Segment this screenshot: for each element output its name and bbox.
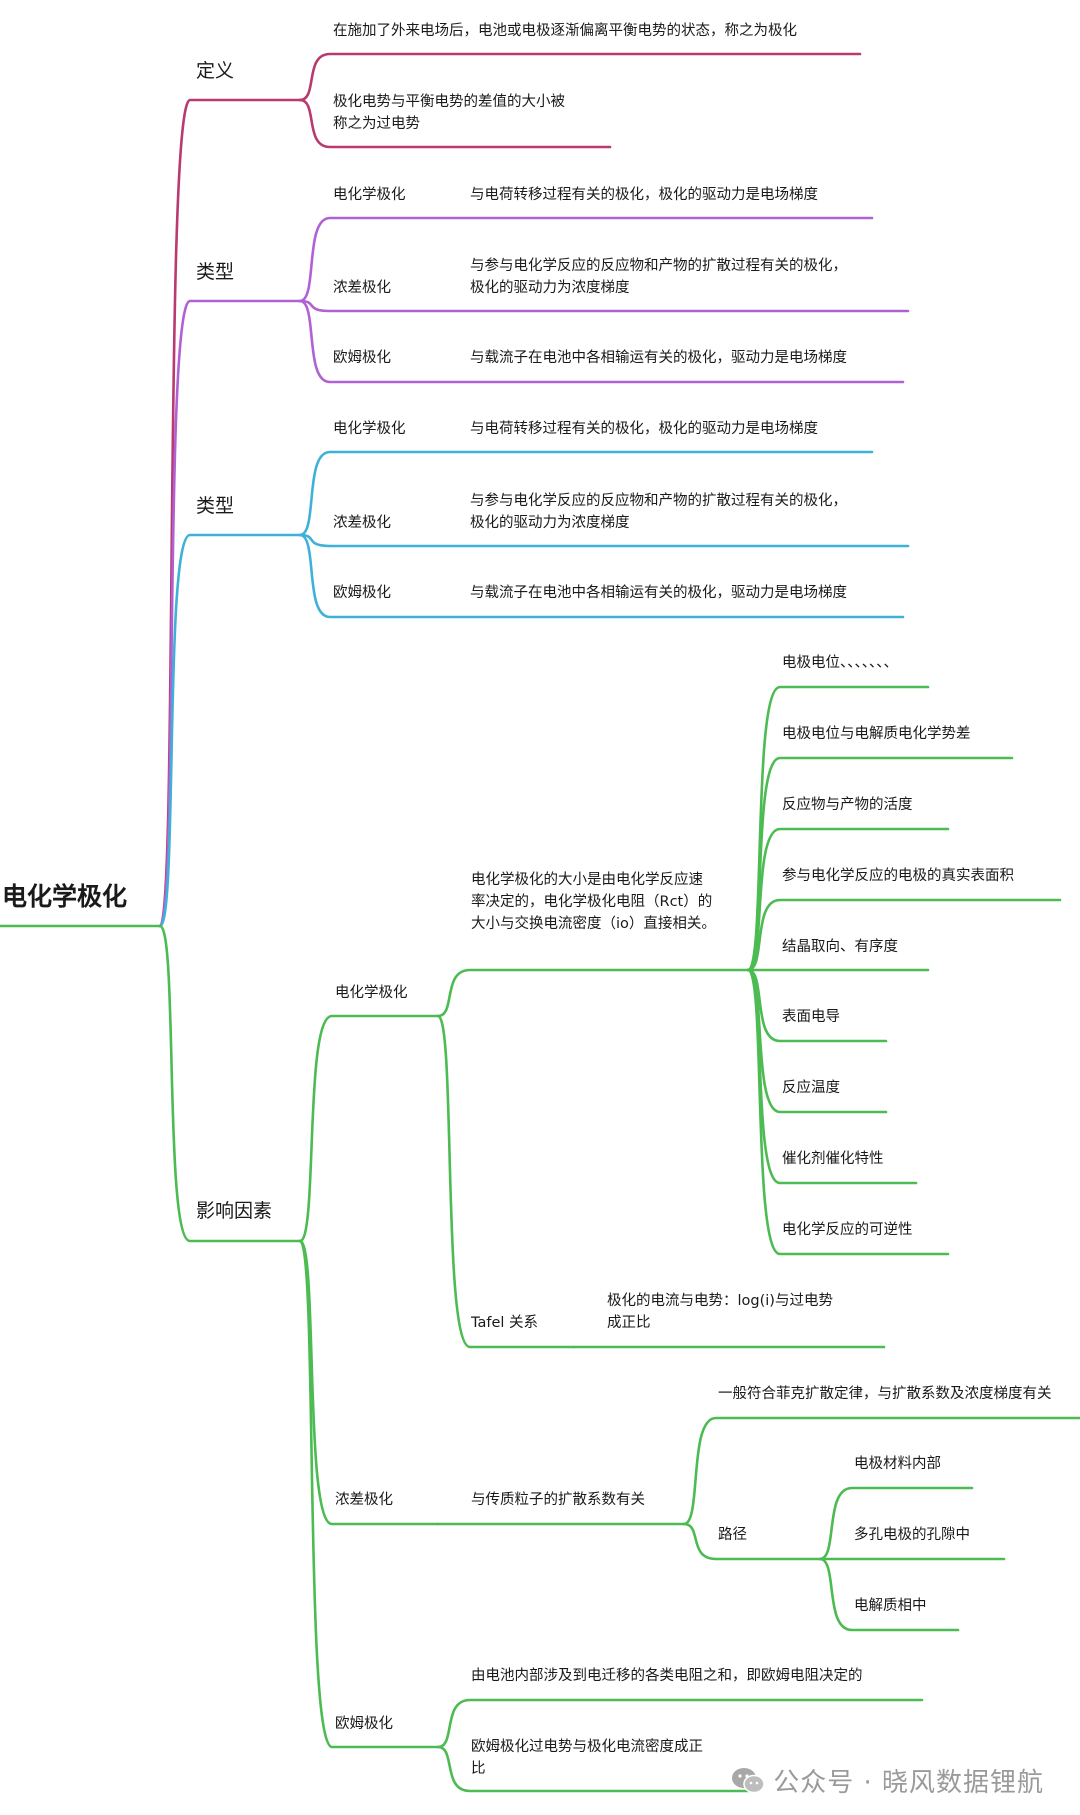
trunk-types-2: [158, 533, 302, 928]
factor-link-9: [746, 968, 950, 1256]
echem-summary: [436, 968, 750, 1018]
ohm-link-2: [436, 1745, 750, 1793]
conc-fick-link: [682, 1416, 1080, 1526]
types2-label-1: 电化学极化: [333, 421, 406, 437]
factor-link-4: [746, 898, 1062, 972]
wechat-icon: [732, 1767, 765, 1793]
types1-child-1: [298, 216, 874, 303]
ohm-item-1: 由电池内部涉及到电迁移的各类电阻之和，即欧姆电阻决定的: [471, 1668, 863, 1684]
types2-label-3: 欧姆极化: [333, 585, 391, 601]
factor-item-3: 反应物与产物的活度: [782, 797, 913, 813]
types2-label-2: 浓差极化: [333, 515, 391, 531]
root-node: 电化学极化: [2, 882, 128, 911]
types1-desc-1: 与电荷转移过程有关的极化，极化的驱动力是电场梯度: [470, 187, 818, 203]
path-item-3: 电解质相中: [854, 1598, 927, 1614]
factor-item-5: 结晶取向、有序度: [782, 939, 898, 955]
fick-law: 一般符合菲克扩散定律，与扩散系数及浓度梯度有关: [718, 1386, 1052, 1402]
types2-desc-3: 与载流子在电池中各相输运有关的极化，驱动力是电场梯度: [470, 585, 847, 601]
types1-label-2: 浓差极化: [333, 280, 391, 296]
branch-factors: 影响因素: [196, 1200, 273, 1222]
watermark-text: 公众号 · 晓风数据锂航: [773, 1768, 1044, 1798]
types2-child-1: [298, 450, 874, 537]
ohm-link-1: [436, 1698, 924, 1749]
types1-desc-2: 与参与电化学反应的反应物和产物的扩散过程有关的极化， 极化的驱动力为浓度梯度: [470, 258, 847, 296]
definition-child-2: [298, 98, 612, 149]
conc-path-link: [682, 1522, 822, 1561]
tafel-label: Tafel 关系: [471, 1315, 539, 1331]
types1-child-3: [298, 299, 905, 384]
path-link-1: [818, 1486, 974, 1561]
path-item-1: 电极材料内部: [854, 1456, 941, 1472]
types2-child-3: [298, 533, 905, 619]
factors-echem: [298, 1014, 440, 1243]
types2-desc-1: 与电荷转移过程有关的极化，极化的驱动力是电场梯度: [470, 421, 818, 437]
factors-conc-summary: 与传质粒子的扩散系数有关: [471, 1492, 645, 1508]
factors-conc-label: 浓差极化: [335, 1492, 393, 1508]
factor-item-7: 反应温度: [782, 1080, 840, 1096]
path-label: 路径: [718, 1527, 747, 1543]
factor-item-4: 参与电化学反应的电极的真实表面积: [782, 868, 1014, 884]
factors-ohm: [298, 1239, 440, 1749]
branch-definition: 定义: [196, 60, 235, 82]
tafel-desc: 极化的电流与电势：log(i)与过电势 成正比: [607, 1293, 833, 1331]
trunk-factors: [158, 924, 302, 1243]
factor-item-6: 表面电导: [782, 1009, 840, 1025]
factors-echem-label: 电化学极化: [335, 985, 408, 1001]
definition-text-2: 极化电势与平衡电势的差值的大小被 称之为过电势: [333, 94, 565, 132]
types2-desc-2: 与参与电化学反应的反应物和产物的扩散过程有关的极化， 极化的驱动力为浓度梯度: [470, 493, 847, 531]
factor-item-2: 电极电位与电解质电化学势差: [782, 726, 971, 742]
factor-item-8: 催化剂催化特性: [782, 1151, 884, 1167]
branch-types-1: 类型: [196, 261, 235, 283]
ohm-item-2: 欧姆极化过电势与极化电流密度成正 比: [471, 1739, 703, 1777]
path-item-2: 多孔电极的孔隙中: [854, 1527, 970, 1543]
factors-ohm-label: 欧姆极化: [335, 1716, 393, 1732]
trunk-types-1: [158, 299, 302, 928]
types1-label-3: 欧姆极化: [333, 350, 391, 366]
echem-tafel: [436, 1014, 576, 1349]
types1-desc-3: 与载流子在电池中各相输运有关的极化，驱动力是电场梯度: [470, 350, 847, 366]
types2-child-2: [298, 533, 910, 548]
factor-item-9: 电化学反应的可逆性: [782, 1222, 913, 1238]
path-link-3: [818, 1557, 960, 1632]
types1-child-2: [298, 299, 910, 313]
factors-conc: [298, 1239, 440, 1526]
watermark: 公众号 · 晓风数据锂航: [731, 1762, 1044, 1799]
definition-child-1: [298, 52, 862, 102]
factor-item-1: 电极电位、、、、、、、: [782, 655, 898, 671]
definition-text-1: 在施加了外来电场后，电池或电极逐渐偏离平衡电势的状态，称之为极化: [333, 23, 797, 39]
factor-link-3: [746, 827, 950, 972]
types1-label-1: 电化学极化: [333, 187, 406, 203]
factors-echem-summary: 电化学极化的大小是由电化学反应速 率决定的，电化学极化电阻（Rct）的 大小与交…: [471, 872, 716, 932]
branch-types-2: 类型: [196, 495, 235, 517]
